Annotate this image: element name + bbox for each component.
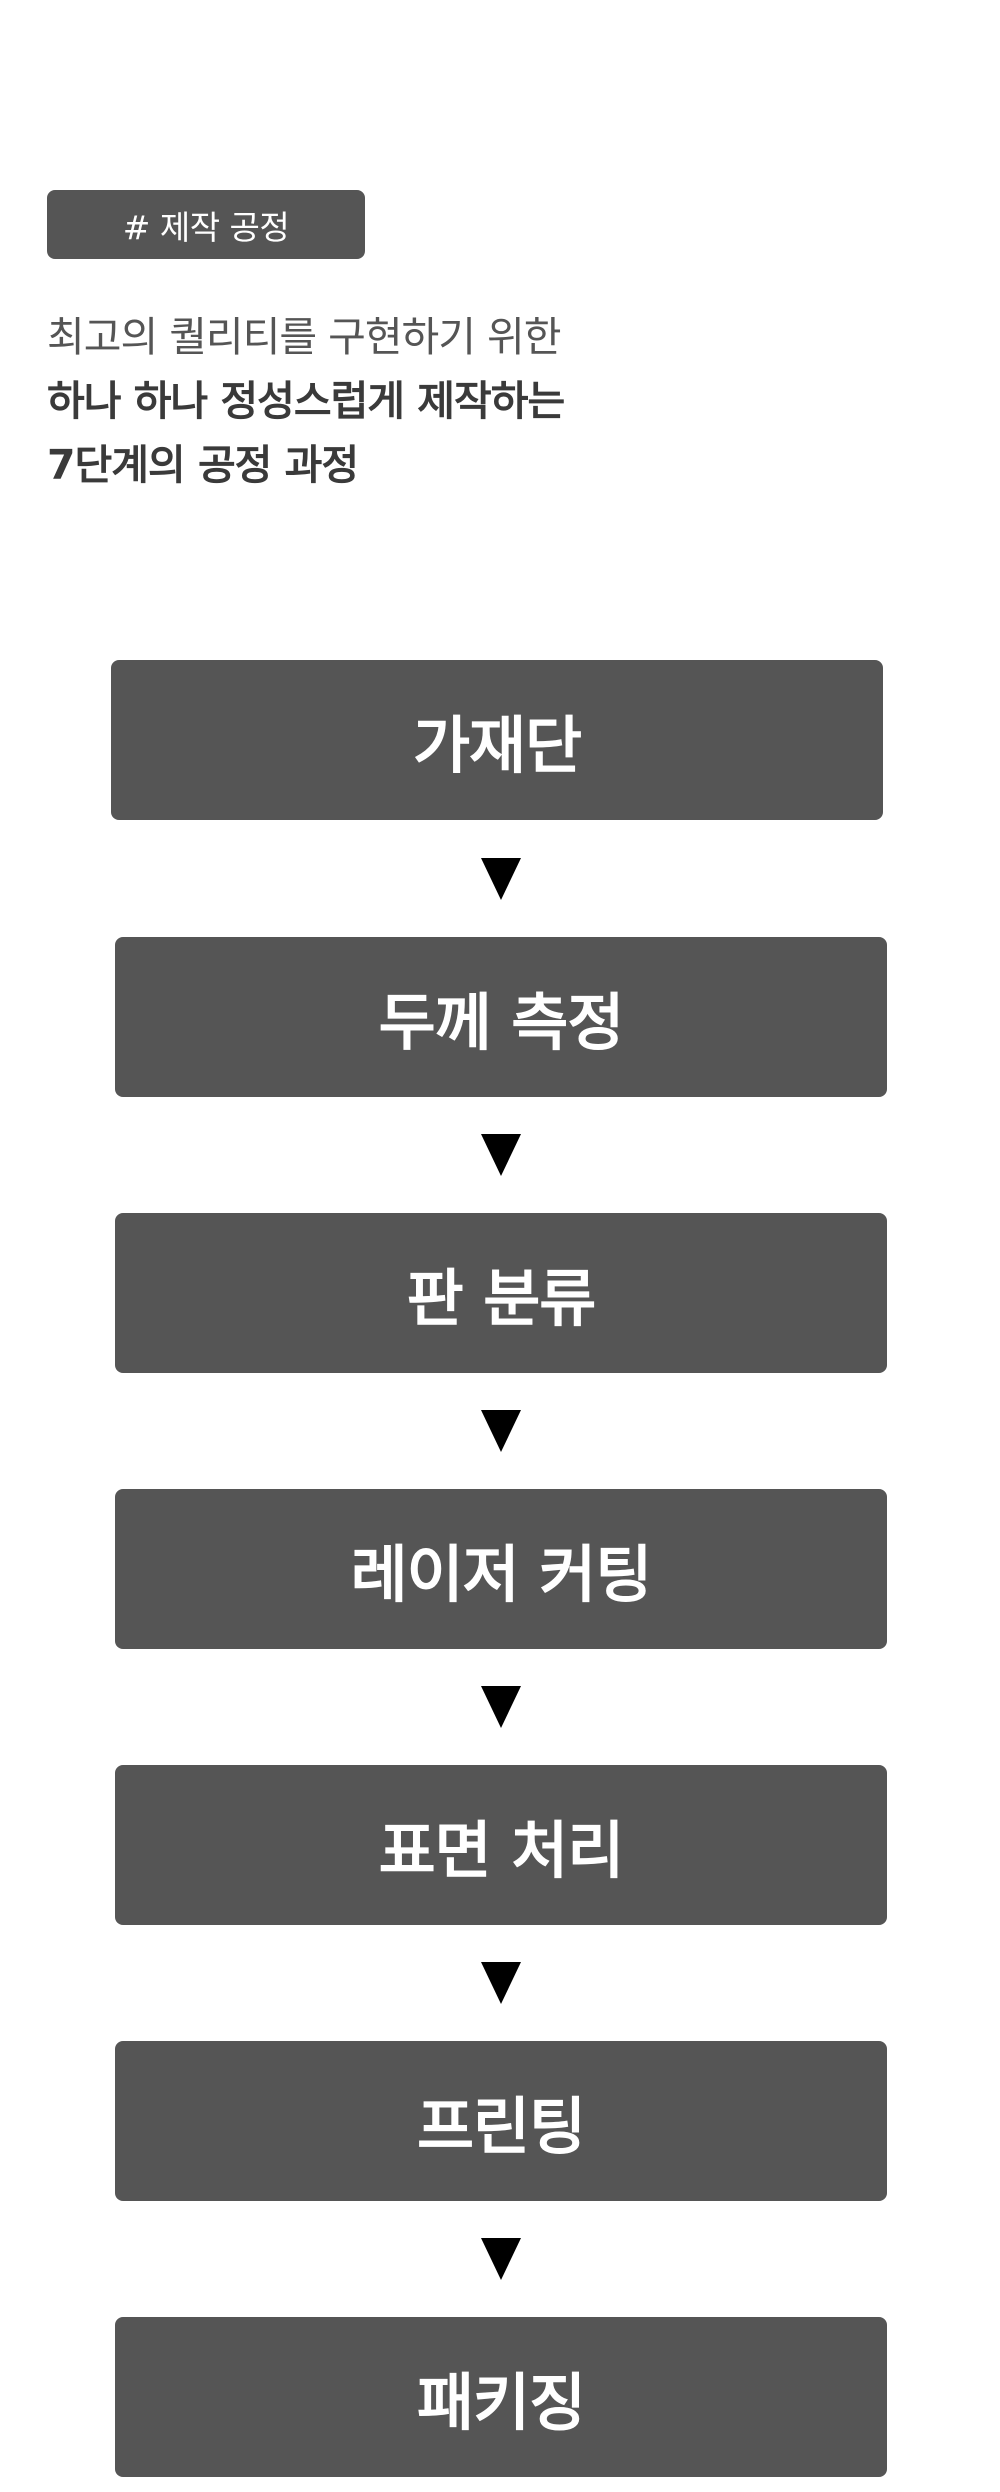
section-tag: # 제작 공정	[47, 190, 365, 259]
step-label-3: 판 분류	[406, 1262, 597, 1335]
intro-text: 최고의 퀄리티를 구현하기 위한 하나 하나 정성스럽게 제작하는 7단계의 공…	[47, 305, 947, 497]
step-label-6: 프린팅	[416, 2090, 586, 2163]
section-tag-label: # 제작 공정	[122, 207, 290, 247]
step-label-1: 가재단	[412, 709, 582, 782]
down-arrow-icon	[481, 2238, 521, 2280]
down-arrow-icon	[481, 1410, 521, 1452]
intro-line-3: 7단계의 공정 과정	[47, 441, 359, 489]
step-label-2: 두께 측정	[378, 986, 625, 1059]
intro-line-2: 하나 하나 정성스럽게 제작하는	[47, 377, 565, 425]
step-box-3: 판 분류	[115, 1213, 887, 1373]
step-box-7: 패키징	[115, 2317, 887, 2477]
intro-line-1: 최고의 퀄리티를 구현하기 위한	[47, 313, 561, 361]
down-arrow-icon	[481, 1686, 521, 1728]
step-box-4: 레이저 커팅	[115, 1489, 887, 1649]
down-arrow-icon	[481, 1134, 521, 1176]
down-arrow-icon	[481, 858, 521, 900]
step-label-7: 패키징	[416, 2366, 586, 2439]
step-label-4: 레이저 커팅	[350, 1538, 653, 1611]
step-label-5: 표면 처리	[378, 1814, 625, 1887]
step-box-1: 가재단	[111, 660, 883, 820]
down-arrow-icon	[481, 1962, 521, 2004]
step-box-5: 표면 처리	[115, 1765, 887, 1925]
step-box-2: 두께 측정	[115, 937, 887, 1097]
step-box-6: 프린팅	[115, 2041, 887, 2201]
